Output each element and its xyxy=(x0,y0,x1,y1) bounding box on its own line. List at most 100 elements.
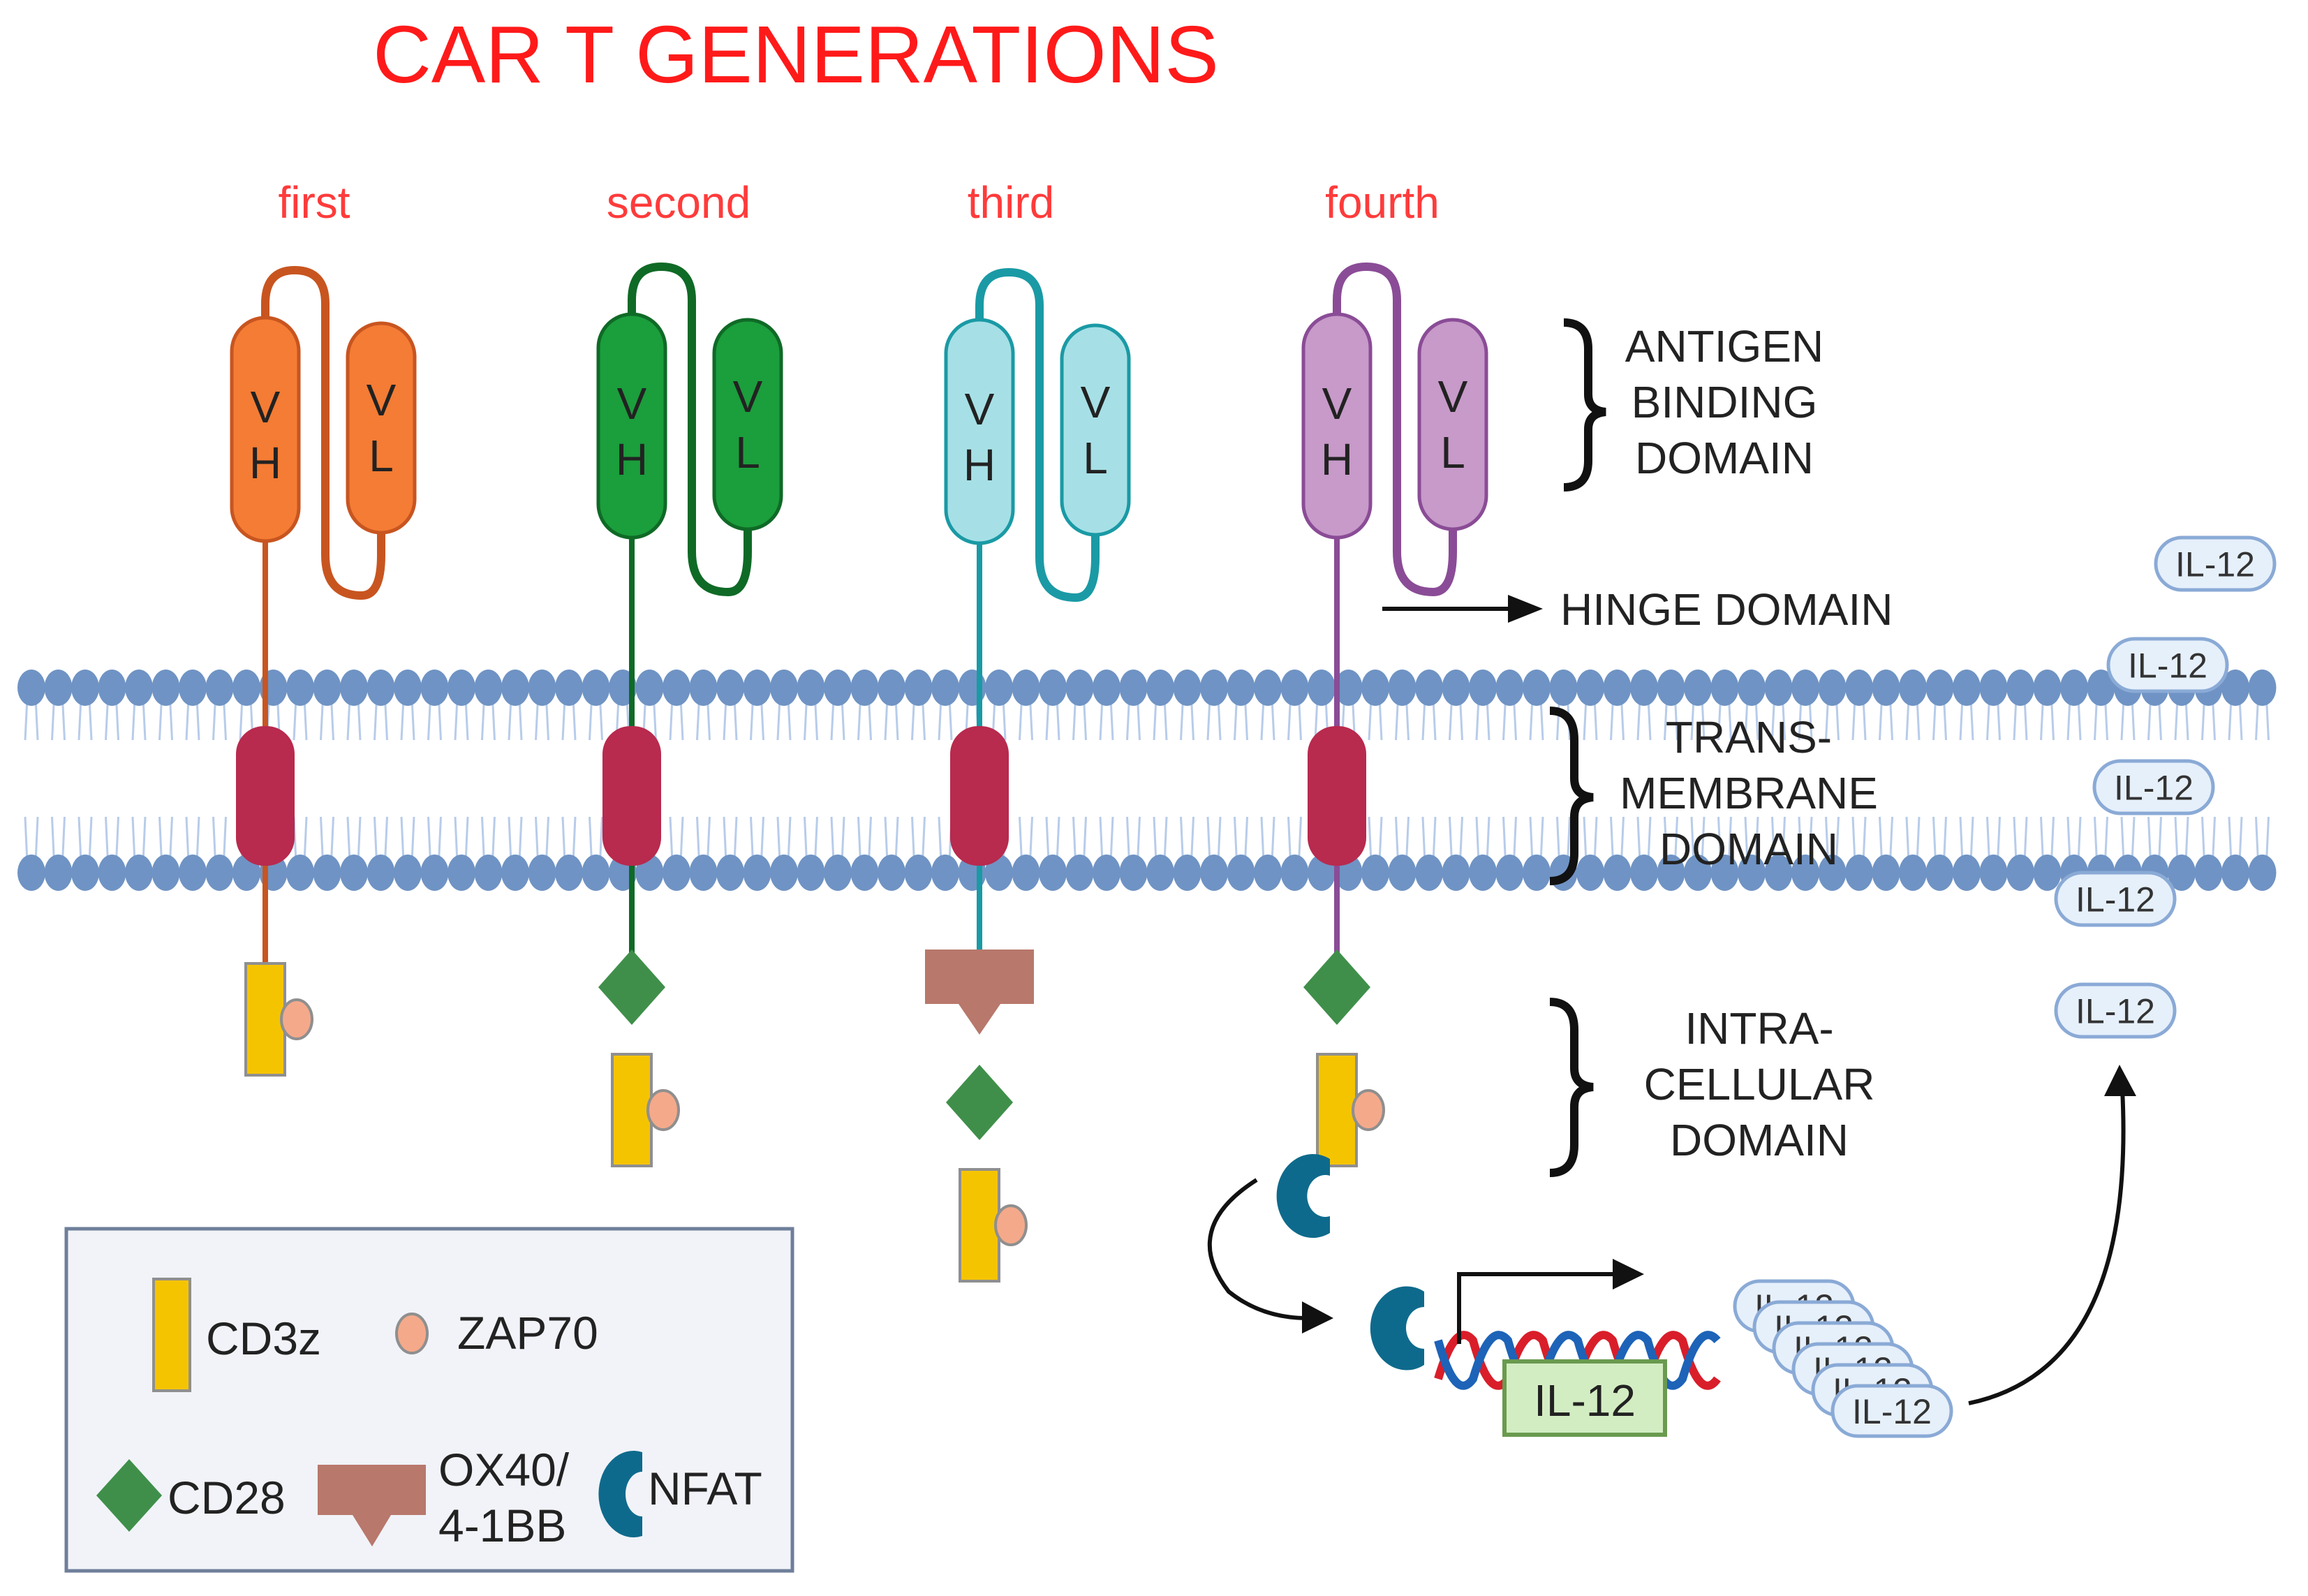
lipid-head xyxy=(1146,670,1174,706)
lipid-tail xyxy=(696,816,711,863)
lipid-tail xyxy=(24,697,39,741)
lipid-head xyxy=(286,855,314,891)
lipid-tail xyxy=(508,697,523,741)
lipid-head xyxy=(1361,855,1389,891)
lipid-head xyxy=(2168,855,2196,891)
lipid-head xyxy=(71,670,99,706)
lipid-tail xyxy=(427,697,442,741)
lipid-head xyxy=(1200,670,1228,706)
lipid-head xyxy=(931,855,959,891)
lipid-tail xyxy=(938,697,953,741)
lipid-head xyxy=(1925,670,1954,706)
lipid-head xyxy=(1979,670,2008,706)
il12-extracellular-1: IL-12 xyxy=(2154,535,2277,592)
lipid-tail xyxy=(1395,697,1410,741)
lipid-tail xyxy=(1368,816,1383,863)
lipid-tail xyxy=(400,697,415,741)
secretion-arrowhead xyxy=(2104,1065,2136,1096)
lipid-head xyxy=(770,855,798,891)
lipid-head xyxy=(1684,855,1712,891)
lipid-tail xyxy=(158,697,173,741)
lipid-head xyxy=(394,855,422,891)
lipid-tail xyxy=(830,697,845,741)
legend-cd28-label: CD28 xyxy=(168,1472,286,1523)
lipid-head xyxy=(1093,670,1120,706)
transmembrane-segment xyxy=(1308,726,1366,866)
lipid-head xyxy=(2194,855,2223,891)
il12-label: IL-12 xyxy=(2076,992,2155,1031)
lipid-tail xyxy=(1879,697,1893,741)
lipid-tail xyxy=(1636,816,1652,863)
lipid-head xyxy=(1442,855,1470,891)
legend-nfat-icon xyxy=(598,1451,642,1537)
lipid-tail xyxy=(1932,697,1947,741)
vl-chain xyxy=(346,321,417,535)
lipid-tail xyxy=(346,697,362,741)
lipid-tail xyxy=(320,816,334,863)
lipid-head xyxy=(1603,855,1632,891)
lipid-head xyxy=(878,670,905,706)
lipid-head xyxy=(1469,670,1497,706)
lipid-tail xyxy=(857,697,872,741)
vh-chain xyxy=(596,312,667,540)
lipid-head xyxy=(71,855,99,891)
lipid-head xyxy=(824,855,852,891)
cd3z-domain xyxy=(244,962,286,1077)
lipid-tail xyxy=(1744,816,1759,863)
lipid-head xyxy=(179,855,207,891)
lipid-head xyxy=(98,670,126,706)
lipid-head xyxy=(17,670,45,706)
antigen-domain-line-2: BINDING xyxy=(1632,377,1818,427)
lipid-head xyxy=(1710,670,1739,706)
legend-zap70-label: ZAP70 xyxy=(457,1307,598,1359)
lipid-head xyxy=(555,670,583,706)
lipid-tail xyxy=(2201,816,2216,863)
lipid-tail xyxy=(1126,697,1141,741)
lipid-head xyxy=(1953,670,1981,706)
legend-nfat-label: NFAT xyxy=(648,1463,762,1514)
lipid-head xyxy=(151,855,180,891)
lipid-head xyxy=(1065,855,1094,891)
lipid-head xyxy=(1818,670,1847,706)
lipid-head xyxy=(1388,670,1416,706)
il12-extracellular-5: IL-12 xyxy=(2054,982,2177,1039)
lipid-tail xyxy=(1421,816,1437,863)
domain-annotations: ANTIGEN BINDING DOMAIN HINGE DOMAIN TRAN… xyxy=(1382,318,1893,1177)
legend-ox40-icon xyxy=(318,1465,426,1546)
il12-extracellular-2: IL-12 xyxy=(2106,637,2229,693)
lipid-head xyxy=(1495,855,1524,891)
lipid-head xyxy=(797,855,825,891)
lipid-head xyxy=(1549,670,1578,706)
lipid-tail xyxy=(77,697,93,741)
lipid-head xyxy=(582,855,610,891)
lipid-head xyxy=(313,855,341,891)
vl-letter-l: L xyxy=(735,427,760,478)
lipid-tail xyxy=(1072,816,1087,863)
lipid-tail xyxy=(1851,816,1867,863)
lipid-head xyxy=(205,855,234,891)
vh-letter-v: V xyxy=(1322,378,1352,429)
lipid-head xyxy=(1227,670,1255,706)
il12-extracellular-3: IL-12 xyxy=(2092,759,2215,815)
antigen-domain-line-1: ANTIGEN xyxy=(1625,321,1824,371)
transmembrane-brace xyxy=(1549,707,1594,885)
lipid-tail xyxy=(1664,697,1678,741)
lipid-head xyxy=(716,670,744,706)
lipid-tail xyxy=(508,816,523,863)
lipid-head xyxy=(474,855,503,891)
lipid-tail xyxy=(1664,816,1678,863)
legend-ox40-label-1: OX40/ xyxy=(438,1444,570,1495)
lipid-head xyxy=(44,855,73,891)
lipid-tail xyxy=(1502,697,1517,741)
nfat-arrowhead xyxy=(1302,1301,1333,1333)
transmembrane-line-3: DOMAIN xyxy=(1659,824,1838,874)
lipid-head xyxy=(501,855,529,891)
lipid-tail xyxy=(1932,816,1947,863)
vh-letter-v: V xyxy=(617,378,647,429)
lipid-head xyxy=(689,670,718,706)
lipid-head xyxy=(1684,670,1712,706)
lipid-head xyxy=(1119,855,1148,891)
lipid-head xyxy=(1764,855,1793,891)
intracellular-line-1: INTRA- xyxy=(1685,1003,1833,1054)
